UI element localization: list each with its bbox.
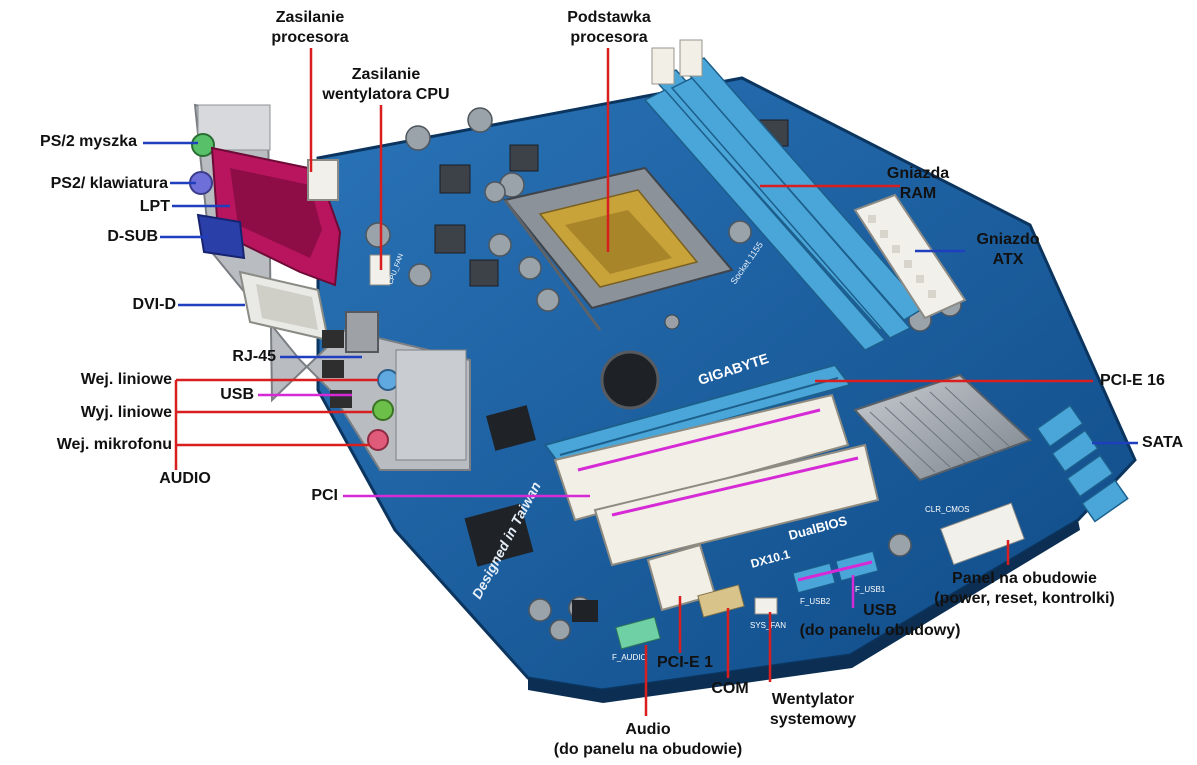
label-usb-front-line1: USB xyxy=(770,601,990,621)
mic-in-jack xyxy=(368,430,388,450)
label-atx-line1: Gniazdo xyxy=(958,230,1058,250)
label-cpu-power: Zasilanie procesora xyxy=(255,8,365,48)
label-cpu-fan-line2: wentylatora CPU xyxy=(310,85,462,105)
clr-print: CLR_CMOS xyxy=(925,505,969,514)
label-front-audio: Audio (do panelu na obudowie) xyxy=(532,720,764,760)
usb-port-1 xyxy=(322,330,344,348)
label-sys-fan-line2: systemowy xyxy=(748,710,878,730)
label-cpu-socket-line2: procesora xyxy=(550,28,668,48)
label-lpt: LPT xyxy=(110,197,170,217)
label-atx-line2: ATX xyxy=(958,250,1058,270)
bios-chip xyxy=(572,600,598,622)
cmos-battery xyxy=(602,352,658,408)
label-usb-back: USB xyxy=(200,385,254,405)
label-front-panel-line1: Panel na obudowie xyxy=(912,569,1137,589)
label-pci: PCI xyxy=(270,486,338,506)
label-pcie1: PCI-E 1 xyxy=(640,653,730,673)
label-ps2-keyboard: PS2/ klawiatura xyxy=(0,174,168,194)
label-cpu-fan: Zasilanie wentylatora CPU xyxy=(310,65,462,105)
label-sys-fan: Wentylator systemowy xyxy=(748,690,878,730)
label-ps2-mouse: PS/2 myszka xyxy=(5,132,137,152)
label-audio: AUDIO xyxy=(140,469,230,489)
line-in-jack xyxy=(378,370,398,390)
label-rj45: RJ-45 xyxy=(200,347,276,367)
audio-block xyxy=(396,350,466,460)
label-usb-front-line2: (do panelu obudowy) xyxy=(770,621,990,641)
usb-port-2 xyxy=(322,360,344,378)
label-dsub: D-SUB xyxy=(80,227,158,247)
label-sata: SATA xyxy=(1142,433,1183,453)
label-cpu-socket-line1: Podstawka xyxy=(550,8,668,28)
label-ram: Gniazda RAM xyxy=(868,164,968,204)
label-dvid: DVI-D xyxy=(90,295,176,315)
label-front-audio-line1: Audio xyxy=(532,720,764,740)
label-cpu-power-line2: procesora xyxy=(255,28,365,48)
usb-port-3 xyxy=(330,390,352,408)
label-mic-in: Wej. mikrofonu xyxy=(10,435,172,455)
label-cpu-fan-line1: Zasilanie xyxy=(310,65,462,85)
label-cpu-power-line1: Zasilanie xyxy=(255,8,365,28)
ps2-mouse-port xyxy=(192,134,214,156)
cpu-power-connector xyxy=(308,160,338,200)
label-usb-front: USB (do panelu obudowy) xyxy=(770,601,990,641)
label-ram-line2: RAM xyxy=(868,184,968,204)
label-sys-fan-line1: Wentylator xyxy=(748,690,878,710)
label-ram-line1: Gniazda xyxy=(868,164,968,184)
rj45-port xyxy=(346,312,378,352)
label-front-audio-line2: (do panelu na obudowie) xyxy=(532,740,764,760)
usb1-print: F_USB1 xyxy=(855,585,886,594)
label-line-out: Wyj. liniowe xyxy=(30,403,172,423)
label-cpu-socket: Podstawka procesora xyxy=(550,8,668,48)
label-pcie16: PCI-E 16 xyxy=(1100,371,1165,391)
label-atx: Gniazdo ATX xyxy=(958,230,1058,270)
label-line-in: Wej. liniowe xyxy=(30,370,172,390)
line-out-jack xyxy=(373,400,393,420)
